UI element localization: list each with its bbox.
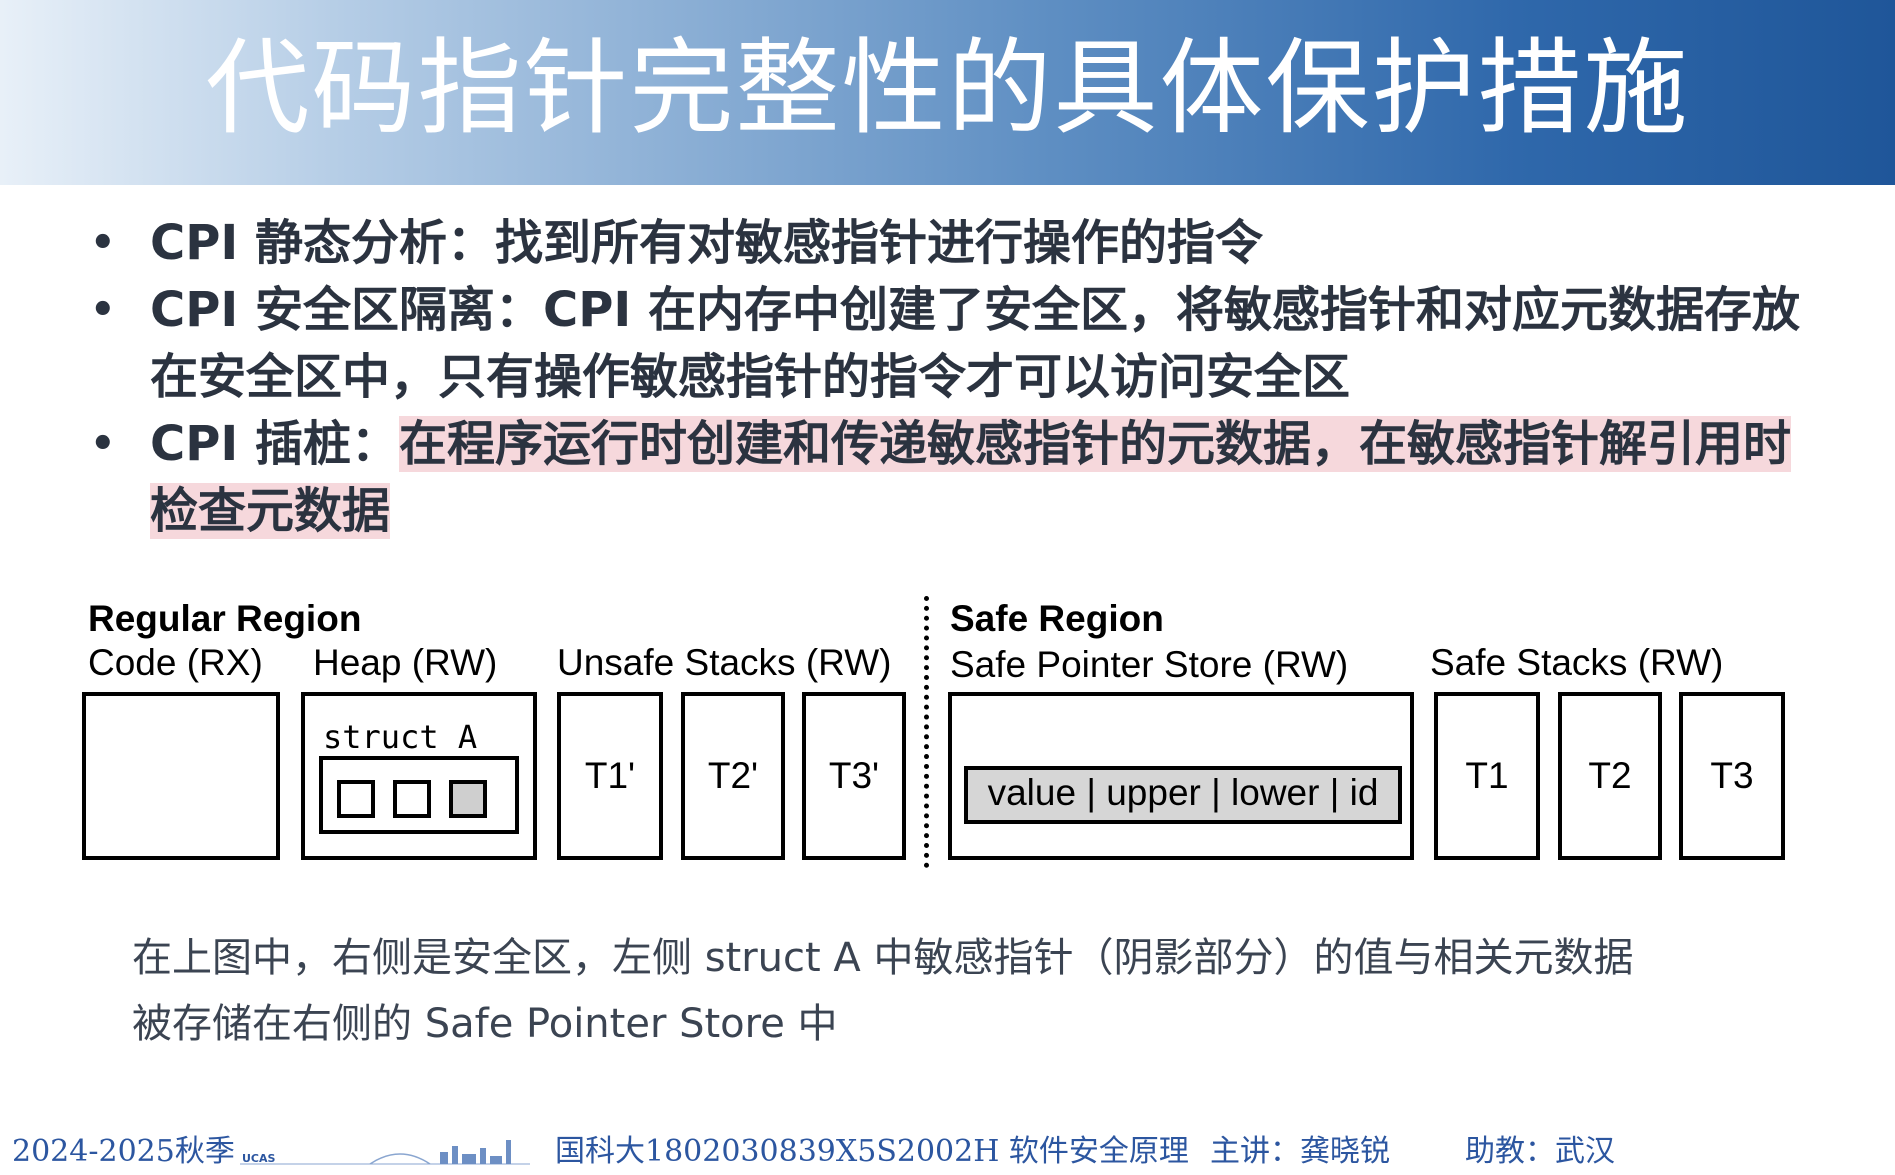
unsafe-stack-box: T1' bbox=[557, 692, 663, 860]
bullet-list: • CPI 静态分析：找到所有对敏感指针进行操作的指令 • CPI 安全区隔离：… bbox=[88, 210, 1808, 545]
regular-region-label: Regular Region bbox=[88, 598, 362, 639]
heap-box: struct A bbox=[301, 692, 537, 860]
bullet-dot-icon: • bbox=[90, 287, 116, 333]
code-box bbox=[82, 692, 280, 860]
safe-pointer-store-label: Safe Pointer Store (RW) bbox=[950, 644, 1349, 685]
ta-text: 助教：武汉 bbox=[1465, 1134, 1615, 1169]
bullet-item: • CPI 静态分析：找到所有对敏感指针进行操作的指令 bbox=[88, 210, 1808, 277]
struct-label: struct A bbox=[323, 718, 478, 756]
bullet-item: • CPI 插桩：在程序运行时创建和传递敏感指针的元数据，在敏感指针解引用时检查… bbox=[88, 411, 1808, 545]
bullet-text: CPI 静态分析：找到所有对敏感指针进行操作的指令 bbox=[150, 215, 1263, 271]
course-text: 国科大1802030839X5S2002H 软件安全原理 bbox=[555, 1134, 1189, 1169]
sensitive-pointer-field bbox=[449, 780, 487, 818]
ucas-logo-icon: UCAS bbox=[240, 1140, 530, 1165]
safe-stacks-label: Safe Stacks (RW) bbox=[1430, 642, 1724, 683]
unsafe-stack-label: T1' bbox=[584, 755, 636, 796]
lecturer-text: 主讲：龚晓锐 bbox=[1210, 1134, 1390, 1169]
slide-title: 代码指针完整性的具体保护措施 bbox=[205, 27, 1690, 149]
struct-field bbox=[393, 780, 431, 818]
bullet-dot-icon: • bbox=[90, 421, 116, 467]
diagram-caption: 在上图中，右侧是安全区，左侧 struct A 中敏感指针（阴影部分）的值与相关… bbox=[132, 925, 1772, 1057]
bullet-dot-icon: • bbox=[90, 220, 116, 266]
safe-stack-label: T2 bbox=[1588, 755, 1632, 796]
safe-stack-label: T1 bbox=[1465, 755, 1509, 796]
title-bar: 代码指针完整性的具体保护措施 bbox=[0, 0, 1895, 185]
safe-region-label: Safe Region bbox=[950, 598, 1164, 639]
pointer-metadata-record: value | upper | lower | id bbox=[964, 766, 1402, 824]
safe-stack-box: T1 bbox=[1434, 692, 1540, 860]
unsafe-stack-box: T3' bbox=[802, 692, 906, 860]
safe-stack-box: T3 bbox=[1679, 692, 1785, 860]
unsafe-stack-label: T3' bbox=[828, 755, 880, 796]
struct-box bbox=[319, 756, 519, 834]
bullet-item: • CPI 安全区隔离：CPI 在内存中创建了安全区，将敏感指针和对应元数据存放… bbox=[88, 277, 1808, 411]
unsafe-stack-box: T2' bbox=[681, 692, 785, 860]
bullet-text: CPI 安全区隔离：CPI 在内存中创建了安全区，将敏感指针和对应元数据存放在安… bbox=[150, 282, 1800, 405]
footer: 2024-2025秋季 UCAS 国科大1802030839X5S2002H 软… bbox=[0, 1122, 1895, 1172]
safe-stack-box: T2 bbox=[1558, 692, 1662, 860]
semester-text: 2024-2025秋季 bbox=[12, 1134, 235, 1169]
safe-pointer-store-box: value | upper | lower | id bbox=[948, 692, 1414, 860]
code-label: Code (RX) bbox=[88, 642, 263, 683]
caption-line: 在上图中，右侧是安全区，左侧 struct A 中敏感指针（阴影部分）的值与相关… bbox=[132, 935, 1634, 981]
heap-label: Heap (RW) bbox=[313, 642, 498, 683]
unsafe-stacks-label: Unsafe Stacks (RW) bbox=[557, 642, 892, 683]
unsafe-stack-label: T2' bbox=[707, 755, 759, 796]
bullet-text: CPI 插桩： bbox=[150, 416, 399, 472]
safe-stack-label: T3 bbox=[1710, 755, 1754, 796]
region-divider bbox=[924, 596, 929, 868]
memory-layout-diagram: Regular Region Code (RX) Heap (RW) Unsaf… bbox=[0, 590, 1895, 890]
logo-text: UCAS bbox=[242, 1152, 276, 1165]
caption-line: 被存储在右侧的 Safe Pointer Store 中 bbox=[132, 1001, 838, 1047]
struct-field bbox=[337, 780, 375, 818]
